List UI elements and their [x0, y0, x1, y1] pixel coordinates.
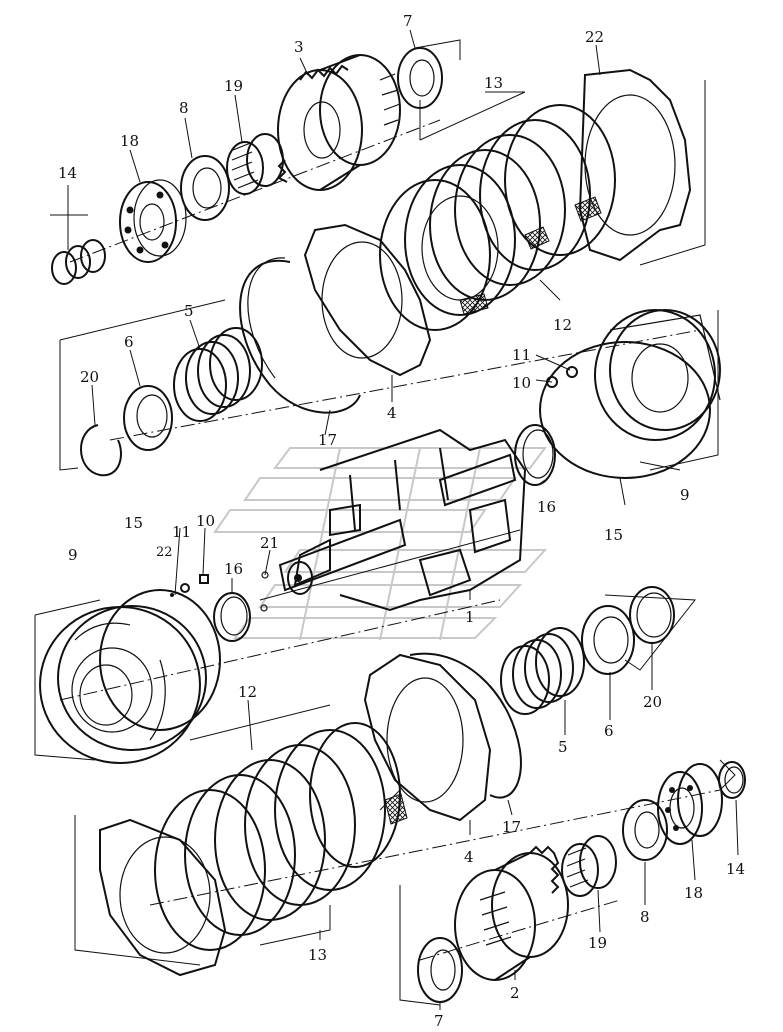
callout-19-lower: 19 — [588, 934, 607, 952]
retainer-6-lower-icon — [581, 605, 635, 675]
callout-20-lower: 20 — [643, 693, 662, 711]
piston-9-lower-icon — [39, 605, 207, 764]
callout-12-upper: 12 — [553, 316, 572, 334]
clutch-plates-upper-icon — [379, 104, 616, 331]
snap-ring-14-lower-icon — [718, 761, 746, 799]
leader-lines — [50, 29, 739, 1010]
end-plate-22-icon — [578, 68, 692, 262]
callout-13-lower: 13 — [308, 946, 327, 964]
callout-6-lower: 6 — [604, 722, 614, 740]
callout-20-upper: 20 — [80, 368, 99, 386]
callout-22-upper: 22 — [585, 28, 604, 46]
snap-ring-14-icon — [51, 239, 106, 285]
callout-16-upper: 16 — [537, 498, 556, 516]
callout-5-lower: 5 — [558, 738, 568, 756]
washer-8-icon — [180, 155, 230, 221]
callout-7-lower: 7 — [434, 1012, 444, 1030]
callout-19-upper: 19 — [224, 77, 243, 95]
callout-5-upper: 5 — [184, 302, 194, 320]
callout-14-lower: 14 — [726, 860, 745, 878]
clutch-plates-lower-icon — [99, 722, 408, 977]
washer-7-icon — [397, 47, 443, 109]
snap-ring-17-upper-icon — [239, 257, 361, 414]
callouts-lower: 9 15 22 11 10 16 21 12 13 4 17 5 6 20 7 … — [68, 512, 745, 1030]
snap-ring-17-lower-icon — [409, 652, 522, 799]
seal-15-lower-icon — [99, 589, 221, 731]
ball-10-lower-icon — [170, 574, 209, 597]
retainer-6-upper-icon — [123, 385, 173, 451]
callout-22-lower: 22 — [156, 545, 173, 560]
callout-14-upper: 14 — [58, 164, 77, 182]
upper-assembly — [51, 39, 721, 486]
callout-9-upper: 9 — [680, 486, 690, 504]
callout-10-upper: 10 — [512, 374, 531, 392]
snap-ring-20-lower-icon — [629, 586, 675, 644]
spring-5-lower-icon — [500, 627, 585, 715]
bearing-18-icon — [119, 179, 187, 263]
washer-8-lower-icon — [622, 799, 668, 861]
seal-15-upper-icon — [539, 341, 711, 479]
callout-11-upper: 11 — [512, 346, 531, 364]
callout-8-lower: 8 — [640, 908, 650, 926]
callout-10-lower: 10 — [196, 512, 215, 530]
callout-15-lower: 15 — [124, 514, 143, 532]
callout-18-upper: 18 — [120, 132, 139, 150]
callout-1: 1 — [465, 608, 475, 626]
callout-21-lower: 21 — [260, 534, 279, 552]
callout-17-lower: 17 — [502, 818, 521, 836]
callouts-upper: 14 18 8 19 3 7 13 22 12 11 10 9 15 16 1 … — [58, 12, 690, 626]
spring-5-upper-icon — [173, 327, 263, 422]
gear-2-icon — [454, 845, 569, 981]
callout-12-lower: 12 — [238, 683, 257, 701]
lower-assembly — [34, 574, 746, 1006]
needle-bearing-19-lower-icon — [561, 835, 617, 897]
bearing-18-lower-icon — [657, 763, 723, 845]
ball-10-upper-icon — [546, 366, 578, 388]
gear-3-icon — [277, 54, 401, 191]
callout-6-upper: 6 — [124, 333, 134, 351]
callout-15-upper: 15 — [604, 526, 623, 544]
snap-ring-20-upper-icon — [80, 424, 122, 477]
callout-7-upper: 7 — [403, 12, 413, 30]
callout-3-upper: 3 — [294, 38, 304, 56]
callout-13-upper: 13 — [484, 74, 503, 92]
seal-ring-16-upper-icon — [514, 424, 556, 486]
seal-ring-16-lower-icon — [213, 592, 251, 642]
callout-16-lower: 16 — [224, 560, 243, 578]
callout-18-lower: 18 — [684, 884, 703, 902]
separator-plate-4-upper-icon — [303, 223, 432, 377]
callout-11-lower: 11 — [172, 523, 191, 541]
callout-17-upper: 17 — [318, 431, 337, 449]
callout-4-lower: 4 — [464, 848, 474, 866]
needle-bearing-19-icon — [226, 133, 284, 195]
piston-9-upper-icon — [594, 309, 721, 441]
callout-9-lower: 9 — [68, 546, 78, 564]
callout-4-upper: 4 — [387, 404, 397, 422]
separator-plate-4-lower-icon — [363, 653, 492, 822]
callout-2: 2 — [510, 984, 520, 1002]
washer-7-lower-icon — [417, 937, 463, 1003]
callout-8-upper: 8 — [179, 99, 189, 117]
shaft-drum-1-icon — [259, 428, 527, 612]
